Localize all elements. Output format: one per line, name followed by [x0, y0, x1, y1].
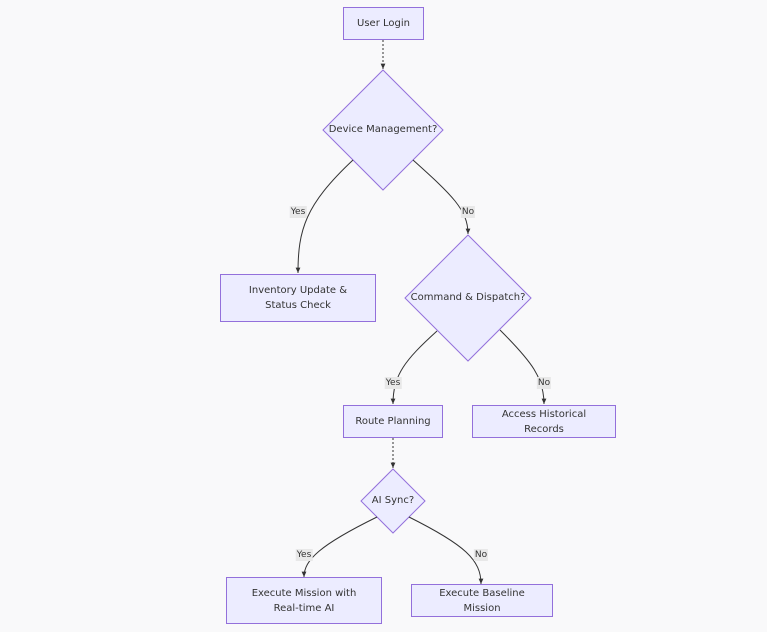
node-access-historical: Access Historical Records [472, 405, 616, 438]
node-inventory-update: Inventory Update & Status Check [220, 274, 376, 322]
command-dispatch-diamond [404, 234, 532, 362]
node-execute-realtime: Execute Mission with Real-time AI [226, 577, 382, 624]
edge-command-no [499, 329, 547, 405]
edge-label-ai-no: No [473, 549, 489, 561]
node-user-login: User Login [343, 7, 424, 40]
ai-sync-diamond [360, 468, 426, 534]
edge-ai-no [408, 516, 484, 585]
edge-label-device-no: No [460, 206, 476, 218]
edge-device-no [412, 159, 471, 235]
edge-label-ai-yes: Yes [295, 549, 313, 561]
edge-command-yes [390, 330, 438, 405]
edge-label-device-yes: Yes [289, 206, 307, 218]
edge-label-command-no: No [536, 377, 552, 389]
node-execute-baseline: Execute Baseline Mission [411, 584, 553, 617]
node-route-planning: Route Planning [343, 405, 443, 438]
edge-device-yes [295, 159, 354, 274]
edge-label-command-yes: Yes [384, 377, 402, 389]
edge-ai-yes [301, 516, 378, 578]
